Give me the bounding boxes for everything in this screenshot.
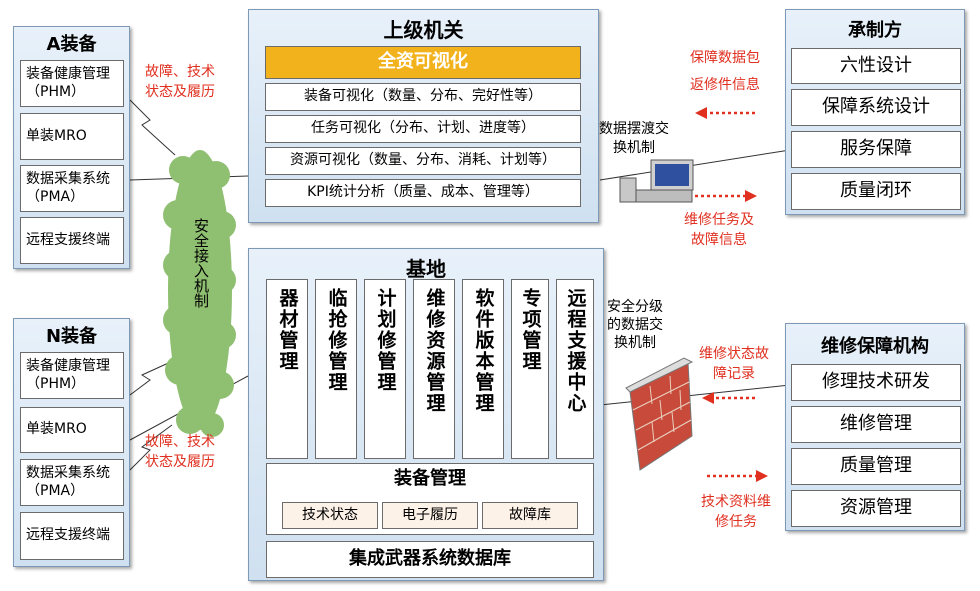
secure-access-cloud [163, 150, 236, 437]
superior-panel: 上级机关 全资可视化 装备可视化（数量、分布、完好性等） 任务可视化（分布、计划… [248, 9, 599, 223]
n-phm: 装备健康管理（PHM） [20, 352, 124, 399]
a-remote-terminal: 远程支援终端 [20, 217, 124, 264]
kpi-analysis: KPI统计分析（质量、成本、管理等） [265, 179, 581, 207]
return-info-label: 返修件信息 [690, 77, 760, 93]
resource-management: 资源管理 [791, 490, 961, 527]
fault-label-bottom: 故障、技术状态及履历 [145, 434, 215, 470]
maintenance-title: 维修保障机构 [821, 336, 929, 357]
module-emergency-repair: 临抢修管理 [315, 279, 357, 459]
tech-status: 技术状态 [282, 502, 378, 529]
guarantee-data-label: 保障数据包 [690, 50, 760, 66]
module-repair-resources: 维修资源管理 [413, 279, 455, 459]
manufacturer-panel: 承制方 六性设计 保障系统设计 服务保障 质量闭环 [785, 9, 965, 215]
support-system-design: 保障系统设计 [791, 89, 961, 126]
ferry-label: 数据摆渡交换机制 [599, 121, 669, 156]
equip-visibility: 装备可视化（数量、分布、完好性等） [265, 83, 581, 111]
maintenance-panel: 维修保障机构 修理技术研发 维修管理 质量管理 资源管理 [785, 323, 965, 531]
computer-icon [619, 159, 694, 203]
n-remote-terminal: 远程支援终端 [20, 512, 124, 560]
n-pma: 数据采集系统（PMA） [20, 459, 124, 506]
secure-grading-label: 安全分级的数据交换机制 [607, 299, 663, 351]
fault-label-top: 故障、技术状态及履历 [145, 64, 215, 100]
full-visibility-header: 全资可视化 [265, 46, 581, 79]
service-support: 服务保障 [791, 131, 961, 168]
arrow-tech-data [707, 470, 768, 482]
repair-management: 维修管理 [791, 406, 961, 443]
module-special: 专项管理 [511, 279, 549, 459]
arrow-guarantee [695, 107, 755, 119]
fault-library: 故障库 [482, 502, 578, 529]
n-mro: 单装MRO [20, 407, 124, 453]
a-phm: 装备健康管理（PHM） [20, 60, 124, 107]
arrow-repair-task [695, 190, 757, 202]
a-mro: 单装MRO [20, 113, 124, 160]
tech-data-label: 技术资料维修任务 [701, 494, 771, 530]
repair-tech-rnd: 修理技术研发 [791, 364, 961, 401]
module-remote-support: 远程支援中心 [556, 279, 594, 459]
a-equipment-panel: A装备 装备健康管理（PHM） 单装MRO 数据采集系统（PMA） 远程支援终端 [13, 26, 130, 269]
secure-access-label: 安全接入机制 [192, 218, 210, 308]
repair-status-label: 维修状态故障记录 [699, 346, 769, 382]
module-software-version: 软件版本管理 [462, 279, 504, 459]
superior-title: 上级机关 [383, 18, 464, 42]
resource-visibility: 资源可视化（数量、分布、消耗、计划等） [265, 147, 581, 175]
six-property-design: 六性设计 [791, 48, 961, 84]
base-title: 基地 [406, 257, 446, 281]
n-equipment-title: N装备 [45, 326, 98, 347]
equip-mgmt-title: 装备管理 [394, 468, 466, 489]
electronic-record: 电子履历 [382, 502, 478, 529]
n-equipment-panel: N装备 装备健康管理（PHM） 单装MRO 数据采集系统（PMA） 远程支援终端 [13, 318, 130, 567]
arrow-repair-status [702, 392, 755, 404]
a-pma: 数据采集系统（PMA） [20, 165, 124, 212]
quality-management: 质量管理 [791, 448, 961, 485]
module-materials: 器材管理 [266, 279, 308, 459]
manufacturer-title: 承制方 [848, 20, 902, 41]
a-equipment-title: A装备 [46, 34, 97, 55]
firewall-icon [625, 357, 694, 471]
quality-closed-loop: 质量闭环 [791, 173, 961, 210]
integrated-database: 集成武器系统数据库 [266, 541, 594, 578]
task-visibility: 任务可视化（分布、计划、进度等） [265, 115, 581, 143]
module-planned-repair: 计划修管理 [364, 279, 406, 459]
base-panel: 基地 器材管理 临抢修管理 计划修管理 维修资源管理 软件版本管理 专项管理 远… [248, 248, 604, 581]
repair-task-fault-label: 维修任务及故障信息 [684, 212, 754, 248]
